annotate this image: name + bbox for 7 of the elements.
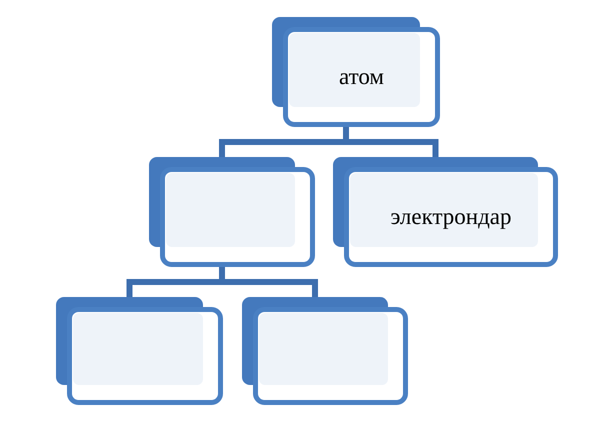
node-label: электрондар xyxy=(390,202,512,231)
stacked-card xyxy=(272,17,440,127)
node-label: атом xyxy=(339,62,384,91)
stacked-card xyxy=(242,297,408,405)
stacked-card xyxy=(56,297,223,405)
stacked-card xyxy=(149,157,315,267)
stacked-card xyxy=(333,157,558,267)
